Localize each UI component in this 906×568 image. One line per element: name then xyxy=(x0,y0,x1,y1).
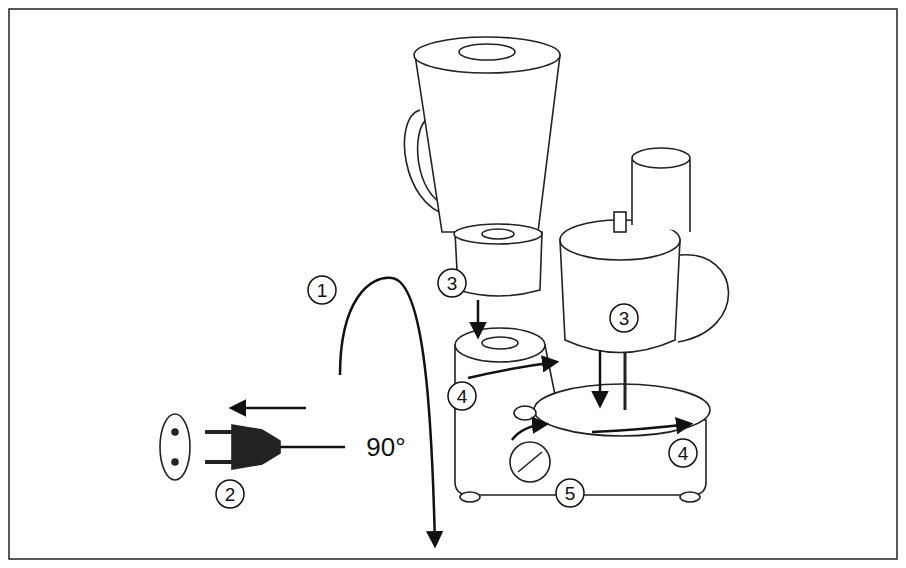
callout-number: 2 xyxy=(225,485,236,504)
callout-number: 4 xyxy=(457,387,468,406)
callout-number: 4 xyxy=(678,444,689,463)
angle-label: 90° xyxy=(366,434,405,460)
callout-number: 3 xyxy=(447,274,458,293)
callout-number: 1 xyxy=(317,281,328,300)
callout-number: 5 xyxy=(565,484,576,503)
callout-number: 3 xyxy=(619,309,630,328)
